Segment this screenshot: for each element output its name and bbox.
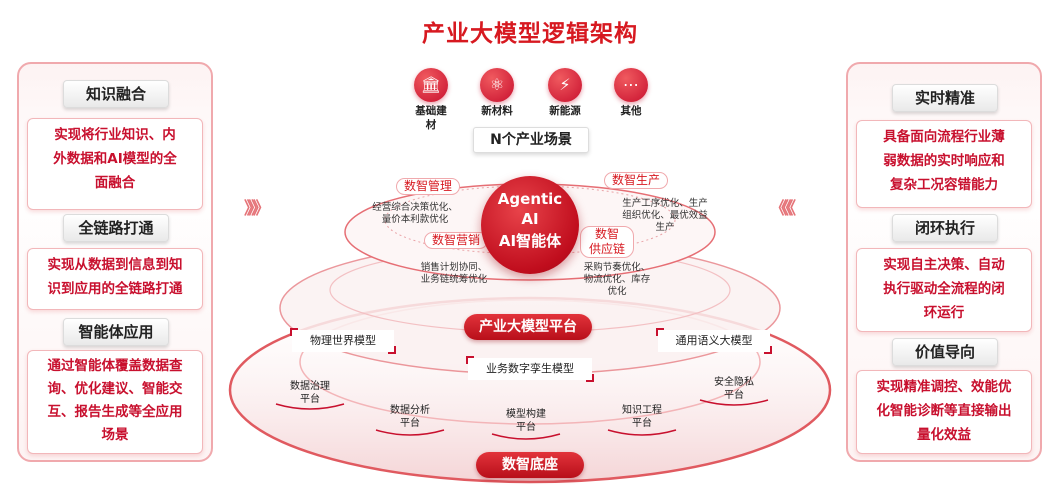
desc-line: 生产工序优化、生产	[622, 198, 708, 209]
category-label-line: 基础建	[415, 105, 447, 117]
tag-line: 供应链	[588, 242, 625, 256]
heading-value: 价值导向	[892, 338, 998, 366]
card-realtime: 具备面向流程行业薄 弱数据的实时响应和 复杂工况容错能力	[856, 120, 1032, 208]
platform-data-governance: 数据治理 平台	[270, 380, 350, 406]
agent-line: AI智能体	[498, 232, 562, 250]
platform-line: 平台	[516, 422, 536, 433]
platform-model-building: 模型构建 平台	[486, 408, 566, 434]
card-line: 实现从数据到信息到知	[47, 257, 183, 273]
card-line: 实现自主决策、自动	[883, 257, 1005, 273]
category-label: 新能源	[549, 105, 581, 117]
card-agent-app: 通过智能体覆盖数据查 询、优化建议、智能交 互、报告生成等全应用 场景	[27, 350, 203, 454]
desc-line: 优化	[607, 286, 627, 297]
heading-realtime: 实时精准	[892, 84, 998, 112]
heading-knowledge-fusion: 知识融合	[63, 80, 169, 108]
platform-line: 模型构建	[506, 409, 546, 420]
corner-mark	[290, 328, 298, 336]
card-line: 实现精准调控、效能优	[876, 379, 1012, 395]
physical-world-model: 物理世界模型	[292, 330, 394, 352]
card-line: 外数据和AI模型的全	[53, 151, 177, 167]
heading-closed-loop: 闭环执行	[892, 214, 998, 242]
platform-knowledge-engineering: 知识工程 平台	[602, 404, 682, 430]
tag-smart-supply-chain: 数智 供应链	[580, 226, 634, 258]
left-panel: 知识融合 实现将行业知识、内 外数据和AI模型的全 面融合 全链路打通 实现从数…	[17, 62, 213, 462]
corner-mark	[656, 328, 664, 336]
card-line: 量化效益	[917, 427, 971, 443]
card-line: 环运行	[923, 305, 965, 321]
card-closed-loop: 实现自主决策、自动 执行驱动全流程的闭 环运行	[856, 248, 1032, 332]
building-icon: 🏛	[414, 68, 448, 102]
tag-smart-production: 数智生产	[604, 172, 668, 189]
card-line: 具备面向流程行业薄	[883, 129, 1005, 145]
card-line: 执行驱动全流程的闭	[883, 281, 1005, 297]
desc-line: 量价本利款优化	[381, 214, 449, 225]
category-label: 其他	[620, 105, 642, 117]
card-knowledge-fusion: 实现将行业知识、内 外数据和AI模型的全 面融合	[27, 118, 203, 210]
desc-line: 物流优化、库存	[583, 274, 651, 285]
platform-line: 数据治理	[290, 381, 330, 392]
card-line: 弱数据的实时响应和	[883, 153, 1005, 169]
business-twin-model: 业务数字孪生模型	[468, 358, 592, 380]
card-line: 面融合	[94, 175, 136, 191]
agent-line: AI	[521, 210, 539, 228]
corner-mark	[466, 356, 474, 364]
card-line: 实现将行业知识、内	[54, 127, 176, 143]
card-line: 互、报告生成等全应用	[47, 404, 183, 420]
heading-full-chain: 全链路打通	[63, 214, 169, 242]
production-desc: 生产工序优化、生产 组织优化、最优效益 生产	[610, 198, 720, 234]
card-value: 实现精准调控、效能优 化智能诊断等直接输出 量化效益	[856, 370, 1032, 454]
platform-line: 平台	[632, 418, 652, 429]
corner-mark	[388, 346, 396, 354]
desc-line: 销售计划协同、	[420, 262, 488, 273]
management-desc: 经营综合决策优化、 量价本利款优化	[350, 202, 480, 226]
arrow-right-decoration: 》》》	[244, 199, 270, 219]
page-title: 产业大模型逻辑架构	[422, 21, 638, 47]
card-line: 识到应用的全链路打通	[47, 281, 183, 297]
desc-line: 经营综合决策优化、	[372, 202, 458, 213]
category-label: 基础建 材	[404, 104, 458, 132]
corner-mark	[586, 374, 594, 382]
desc-line: 生产	[655, 222, 675, 233]
molecule-icon: ⚛	[480, 68, 514, 102]
category-label-line: 材	[425, 119, 437, 131]
heading-agent-app: 智能体应用	[63, 318, 169, 346]
platform-line: 知识工程	[622, 405, 662, 416]
card-line: 通过智能体覆盖数据查	[47, 358, 183, 374]
more-icon: ⋯	[614, 68, 648, 102]
desc-line: 业务链统筹优化	[420, 274, 488, 285]
tag-line: 数智	[594, 227, 619, 241]
industry-scenes-label: N个产业场景	[473, 127, 589, 153]
platform-line: 数据分析	[390, 405, 430, 416]
tag-smart-marketing: 数智营销	[424, 232, 488, 249]
category-label: 新材料	[481, 105, 513, 117]
platform-line: 平台	[300, 394, 320, 405]
desc-line: 组织优化、最优效益	[622, 210, 708, 221]
agentic-ai-sphere: Agentic AI AI智能体	[481, 176, 579, 274]
card-line: 询、优化建议、智能交	[47, 381, 183, 397]
card-full-chain: 实现从数据到信息到知 识到应用的全链路打通	[27, 248, 203, 310]
platform-data-analysis: 数据分析 平台	[370, 404, 450, 430]
card-line: 化智能诊断等直接输出	[876, 403, 1012, 419]
card-line: 场景	[101, 427, 129, 443]
agent-line: Agentic	[497, 190, 563, 208]
platform-security-privacy: 安全隐私 平台	[694, 376, 774, 402]
digital-base-banner: 数智底座	[476, 452, 584, 478]
plug-icon: ⚡	[548, 68, 582, 102]
general-semantic-model: 通用语义大模型	[658, 330, 770, 352]
corner-mark	[764, 346, 772, 354]
supply-desc: 采购节奏优化、 物流优化、库存 优化	[574, 262, 660, 298]
platform-line: 安全隐私	[714, 377, 754, 388]
desc-line: 采购节奏优化、	[583, 262, 651, 273]
tag-smart-management: 数智管理	[396, 178, 460, 195]
card-line: 复杂工况容错能力	[890, 177, 998, 193]
marketing-desc: 销售计划协同、 业务链统筹优化	[404, 262, 504, 286]
right-panel: 实时精准 具备面向流程行业薄 弱数据的实时响应和 复杂工况容错能力 闭环执行 实…	[846, 62, 1042, 462]
platform-line: 平台	[400, 418, 420, 429]
platform-line: 平台	[724, 390, 744, 401]
industry-model-platform-banner: 产业大模型平台	[464, 314, 592, 340]
arrow-left-decoration: 《《《	[770, 199, 796, 219]
